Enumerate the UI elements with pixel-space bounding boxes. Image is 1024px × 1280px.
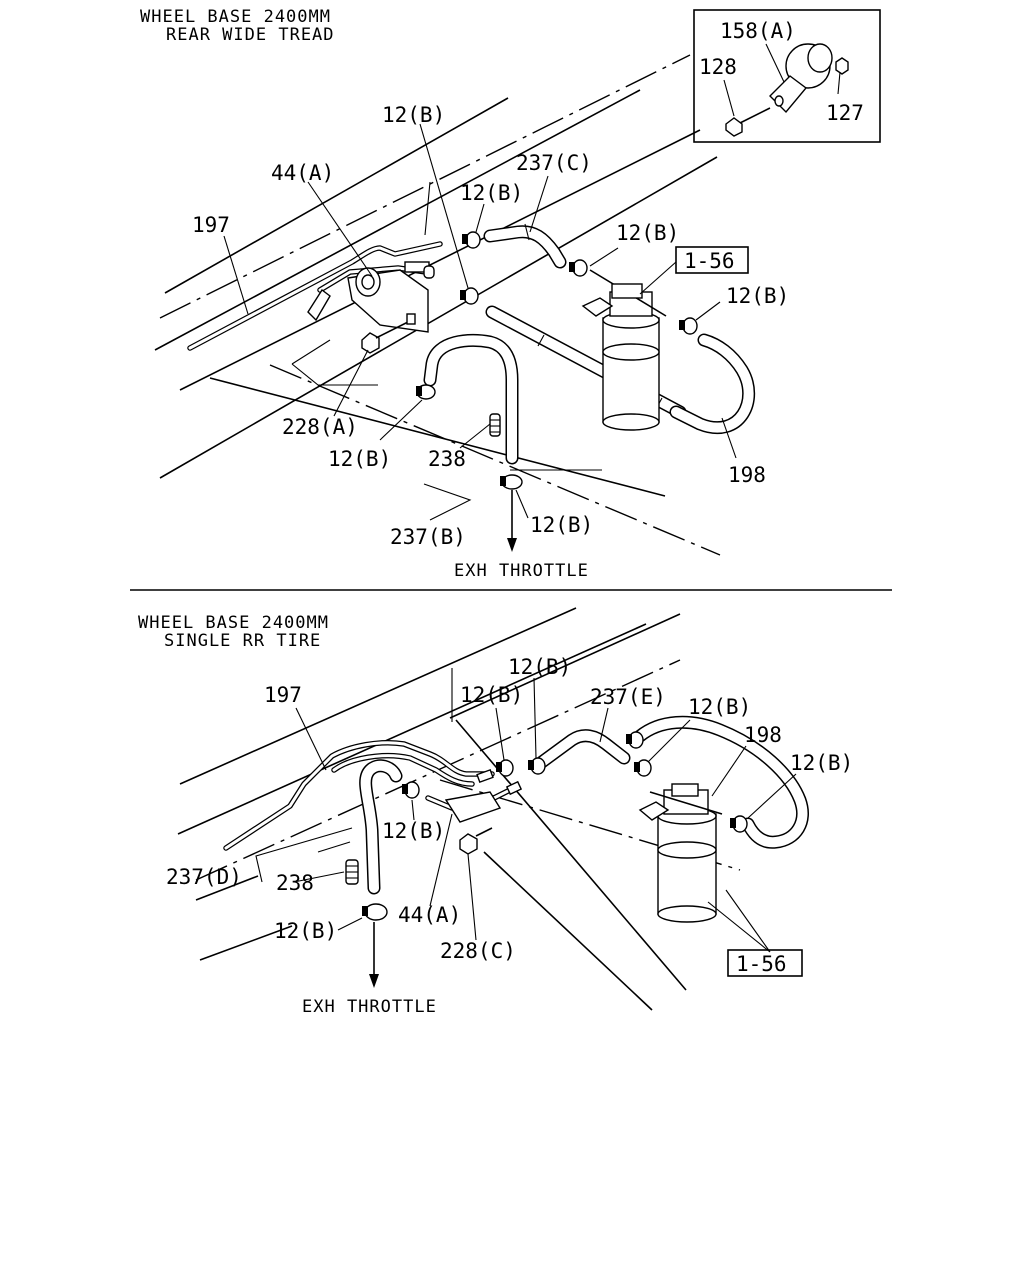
hose-clamp-icon bbox=[569, 259, 588, 277]
callout-238: 238 bbox=[428, 447, 466, 471]
upper-canister bbox=[581, 269, 667, 431]
callout-228A: 228(A) bbox=[282, 415, 358, 439]
inset-label-128: 128 bbox=[699, 55, 737, 79]
callout-198: 198 bbox=[728, 463, 766, 487]
lower-callouts: 197 12(B) 12(B) 237(E) 12(B) 198 12(B) 1… bbox=[166, 655, 853, 963]
bolt-icon bbox=[725, 107, 771, 137]
callout-12B: 12(B) bbox=[616, 221, 679, 245]
upper-callouts: 12(B) 44(A) 197 237(C) 12(B) 12(B) 12(B)… bbox=[192, 103, 789, 549]
callout-44A: 44(A) bbox=[398, 903, 461, 927]
upper-leader-lines bbox=[223, 123, 737, 521]
lower-header-line1: WHEEL BASE 2400MM bbox=[138, 613, 329, 633]
upper-clamps bbox=[416, 231, 698, 490]
lower-hose-237D bbox=[359, 759, 403, 895]
upper-nut-228A bbox=[361, 313, 416, 354]
upper-clip-238 bbox=[489, 413, 501, 437]
upper-hose-237C bbox=[483, 223, 567, 269]
callout-237D: 237(D) bbox=[166, 865, 242, 889]
callout-198: 198 bbox=[744, 723, 782, 747]
callout-197: 197 bbox=[192, 213, 230, 237]
upper-hose-237B bbox=[423, 333, 519, 465]
lower-clip-238 bbox=[345, 859, 359, 885]
lower-exh-throttle: EXH THROTTLE bbox=[302, 922, 437, 1017]
hose-clamp-icon bbox=[362, 903, 388, 921]
callout-197: 197 bbox=[264, 683, 302, 707]
upper-exh-throttle: EXH THROTTLE bbox=[454, 490, 589, 581]
hose-clamp-icon bbox=[460, 287, 479, 305]
ref-1-56-label: 1-56 bbox=[684, 249, 735, 273]
lower-hose-237E bbox=[535, 729, 631, 769]
callout-12B: 12(B) bbox=[688, 695, 751, 719]
lower-header-line2: SINGLE RR TIRE bbox=[164, 631, 321, 651]
hose-clamp-icon bbox=[634, 759, 652, 777]
hose-clamp-icon bbox=[679, 317, 698, 335]
callout-12B: 12(B) bbox=[382, 103, 445, 127]
lower-hose-198 bbox=[633, 715, 809, 849]
hose-clamp-icon bbox=[462, 231, 481, 249]
callout-237E: 237(E) bbox=[590, 685, 666, 709]
callout-44A: 44(A) bbox=[271, 161, 334, 185]
upper-header-line2: REAR WIDE TREAD bbox=[166, 25, 335, 45]
upper-header-line1: WHEEL BASE 2400MM bbox=[140, 7, 331, 27]
upper-diagram: WHEEL BASE 2400MM REAR WIDE TREAD bbox=[140, 7, 881, 581]
lower-pipe-197 bbox=[223, 740, 495, 851]
ref-1-56-label: 1-56 bbox=[736, 952, 787, 976]
nut-icon bbox=[835, 57, 849, 75]
inset-label-158A: 158(A) bbox=[720, 19, 796, 43]
upper-ref-1-56[interactable]: 1-56 bbox=[675, 246, 749, 274]
callout-238: 238 bbox=[276, 871, 314, 895]
exh-throttle-label: EXH THROTTLE bbox=[454, 561, 589, 581]
hose-clamp-icon bbox=[528, 757, 546, 775]
hose-clamp-icon bbox=[416, 384, 436, 400]
lower-leader-lines bbox=[255, 677, 797, 953]
lower-diagram: WHEEL BASE 2400MM SINGLE RR TIRE bbox=[138, 607, 853, 1017]
callout-12B: 12(B) bbox=[460, 181, 523, 205]
lower-clamps bbox=[362, 731, 748, 921]
callout-12B: 12(B) bbox=[460, 683, 523, 707]
lower-ref-1-56[interactable]: 1-56 bbox=[727, 949, 803, 977]
callout-12B: 12(B) bbox=[382, 819, 445, 843]
callout-228C: 228(C) bbox=[440, 939, 516, 963]
inset-clamp-detail: 158(A) 128 127 bbox=[693, 9, 881, 143]
callout-12B: 12(B) bbox=[508, 655, 571, 679]
callout-12B: 12(B) bbox=[274, 919, 337, 943]
hose-clamp-icon bbox=[402, 781, 420, 799]
hose-clamp-icon bbox=[496, 759, 514, 777]
lower-fitting-44A bbox=[425, 768, 523, 823]
hose-clamp-icon bbox=[626, 731, 644, 749]
bracket-icon bbox=[769, 43, 833, 114]
exh-throttle-label: EXH THROTTLE bbox=[302, 997, 437, 1017]
hose-clamp-icon bbox=[730, 815, 748, 833]
lower-nut-228C bbox=[459, 827, 493, 855]
callout-12B: 12(B) bbox=[530, 513, 593, 537]
callout-12B: 12(B) bbox=[726, 284, 789, 308]
inset-label-127: 127 bbox=[826, 101, 864, 125]
upper-frame-lines bbox=[154, 54, 721, 556]
hose-clamp-icon bbox=[500, 474, 523, 490]
callout-237C: 237(C) bbox=[516, 151, 592, 175]
callout-12B: 12(B) bbox=[790, 751, 853, 775]
callout-237B: 237(B) bbox=[390, 525, 466, 549]
lower-canister bbox=[638, 783, 723, 923]
callout-12B: 12(B) bbox=[328, 447, 391, 471]
